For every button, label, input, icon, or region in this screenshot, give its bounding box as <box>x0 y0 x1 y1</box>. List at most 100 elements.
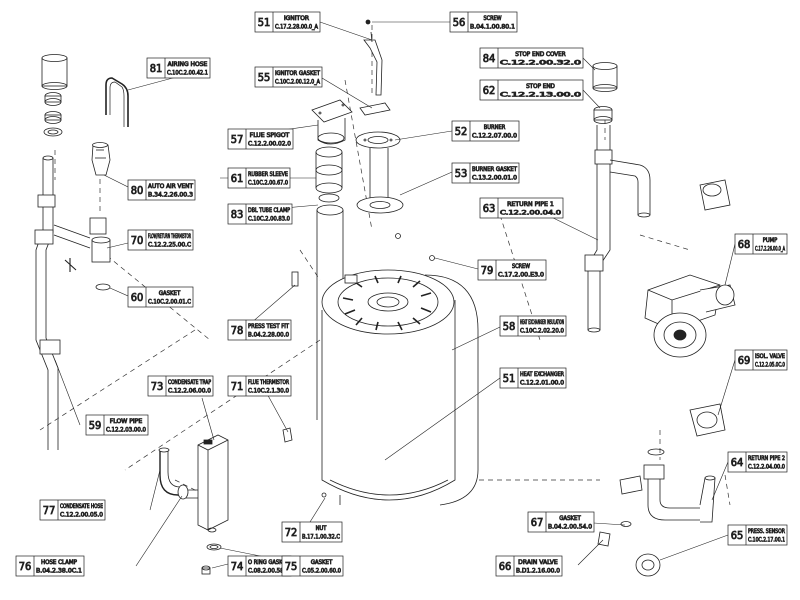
part-name: NUT <box>316 525 327 532</box>
callout-box <box>85 414 149 436</box>
part-name: PRESS TEST FIT <box>248 323 290 330</box>
part-name: CONDENSATE HOSE <box>60 503 103 510</box>
part-code: B.04.2.28.00.0 <box>248 332 289 339</box>
part-code: C.10C.2.02.20.0 <box>520 328 564 335</box>
part-number: 65 <box>731 529 744 542</box>
part-name: SCREW <box>512 263 530 270</box>
callout-box <box>281 555 344 577</box>
callout-box <box>146 57 211 79</box>
part-code: C.12.2.04.00.0 <box>748 464 785 471</box>
part-number: 72 <box>285 526 298 539</box>
part-code: C.10C.2.00.01.C <box>148 299 191 306</box>
callout-box <box>727 524 788 546</box>
part-code: B.04.1.00.80.1 <box>470 24 516 31</box>
part-code: C.12.2.25.00.C <box>148 242 191 249</box>
part-number: 53 <box>455 167 468 180</box>
part-name: CONDENSATE TRAP <box>168 379 211 386</box>
part-number: 68 <box>738 238 751 251</box>
callout-box <box>254 66 323 88</box>
part-name: FLUE SPIGOT <box>250 132 290 139</box>
callout-box <box>227 375 292 397</box>
part-name: DBL TUBE CLAMP <box>248 207 291 214</box>
part-name: DRAIN VALVE <box>518 559 558 566</box>
part-name: RETURN PIPE 1 <box>507 201 554 208</box>
callout-box <box>127 229 194 251</box>
part-name: AIRING HOSE <box>168 61 208 68</box>
callout-box <box>254 11 321 33</box>
part-code: B.04.2.38.0C.1 <box>36 568 82 575</box>
part-number: 61 <box>231 172 244 185</box>
callout-box <box>449 11 518 33</box>
isolation-valve-drawing <box>647 403 726 456</box>
part-name: ISOL. VALVE <box>755 353 785 360</box>
callout-box <box>281 521 343 543</box>
part-code: B.34.2.26.00.3 <box>148 192 194 199</box>
part-number: 76 <box>19 560 32 573</box>
part-number: 83 <box>231 208 244 221</box>
part-number: 77 <box>43 504 56 517</box>
callout-box <box>451 120 520 142</box>
part-name: IGNITOR GASKET <box>275 70 321 77</box>
callout-box <box>127 179 196 201</box>
heat-exchanger-drawing <box>321 269 479 506</box>
part-code: C.10C.2.00.12.0_A <box>275 79 320 86</box>
callout-box <box>227 128 294 150</box>
flow-pipe-drawing <box>34 54 129 450</box>
part-number: 73 <box>151 380 164 393</box>
callout-box <box>479 47 584 69</box>
part-name: STOP END <box>526 83 555 90</box>
part-callout-p55: 55 IGNITOR GASKET C.10C.2.00.12.0_A <box>254 66 323 88</box>
part-name: STOP END COVER <box>515 51 566 58</box>
part-name: PRESS. SENSOR <box>748 528 785 535</box>
part-name: HEAT EXCHANGER <box>520 371 564 378</box>
part-number: 66 <box>499 560 512 573</box>
part-code: C.10C.2.00.83.0 <box>248 216 290 223</box>
part-name: BURNER <box>484 124 506 131</box>
callout-box <box>451 162 520 184</box>
part-callout-p83: 83 DBL TUBE CLAMP C.10C.2.00.83.0 <box>227 203 293 225</box>
part-code: C.12.2.00.04.0 <box>500 210 562 217</box>
part-number: 55 <box>258 71 271 84</box>
flue-thermistor-drawing <box>282 427 293 443</box>
burner-assembly-drawing <box>291 19 435 420</box>
part-code: C.17.2.00.E3.0 <box>498 272 545 279</box>
part-number: 52 <box>455 125 468 138</box>
callout-box <box>734 349 788 371</box>
part-number: 62 <box>483 84 496 97</box>
callout-box <box>147 375 214 397</box>
part-code: C.12.2.07.00.0 <box>472 133 517 140</box>
callout-box <box>227 203 293 225</box>
part-number: 51 <box>258 16 271 29</box>
part-number: 81 <box>150 62 163 75</box>
part-number: 58 <box>503 320 516 333</box>
part-code: C.10C.2.00.67.0 <box>248 180 288 187</box>
part-name: AUTO AIR VENT <box>148 183 194 190</box>
part-name: PUMP <box>763 237 778 244</box>
return-pipe-drawing <box>584 62 731 333</box>
part-name: IGNITOR <box>284 15 309 22</box>
part-code: C.05.2.00.60.0 <box>302 568 341 575</box>
callout-box <box>479 197 564 219</box>
part-name: RETURN PIPE 2 <box>748 455 785 462</box>
part-code: C.17.2.28.00.0_A <box>275 24 318 31</box>
part-name: O RING GASKET <box>248 559 290 566</box>
return-pipe-2-drawing <box>597 464 716 577</box>
part-code: C.13.2.00.01.0 <box>472 175 517 182</box>
